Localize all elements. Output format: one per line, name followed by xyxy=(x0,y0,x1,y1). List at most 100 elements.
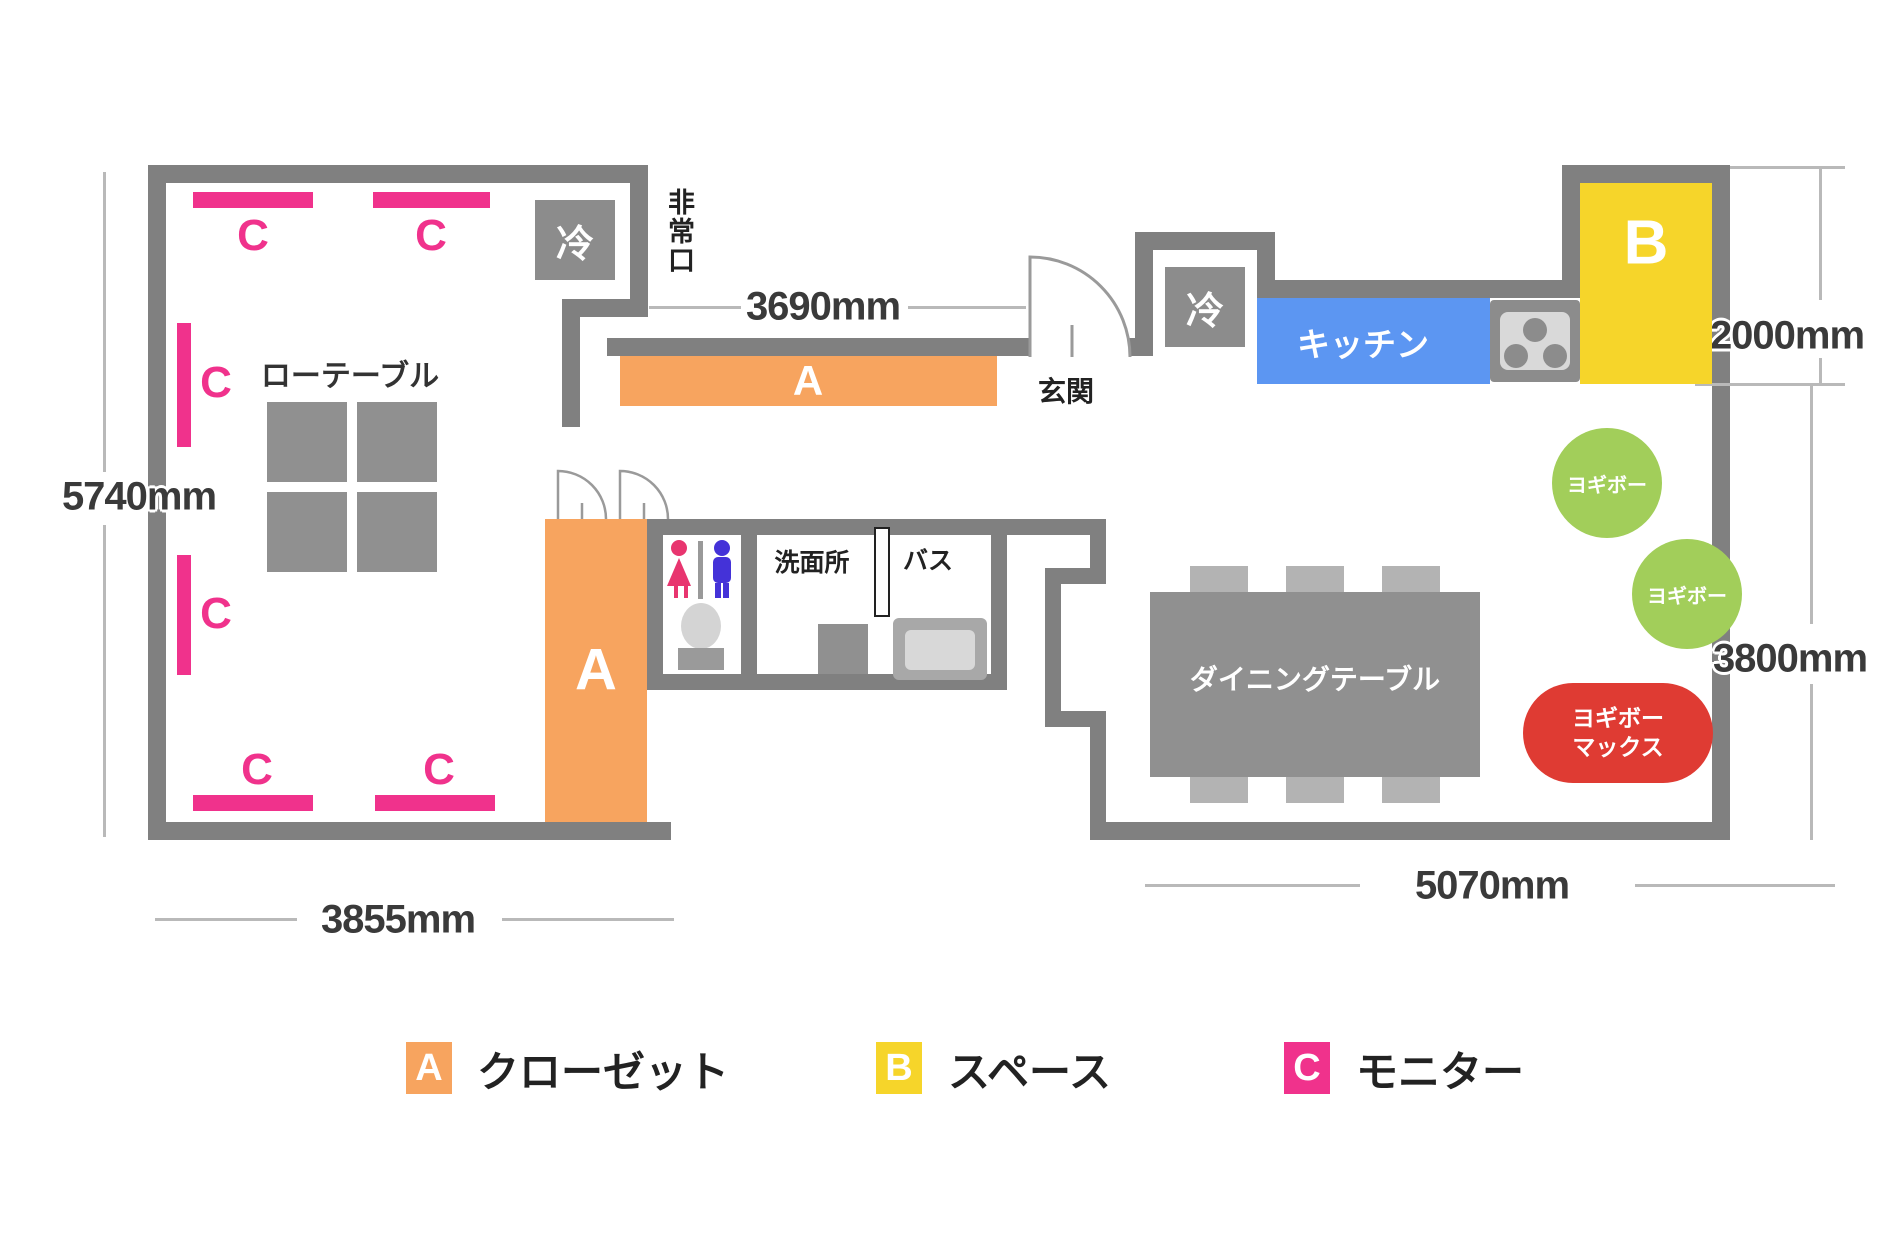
wall-segment xyxy=(607,338,1153,356)
legend-label-monitor: モニター xyxy=(1356,1048,1525,1096)
chair xyxy=(1190,777,1248,803)
space-b-label: B xyxy=(1623,208,1669,278)
dining-table xyxy=(1150,592,1480,777)
wall-segment xyxy=(991,519,1106,535)
legend-label-closet: クローゼット xyxy=(477,1048,730,1096)
sink xyxy=(818,624,868,674)
monitor-bar xyxy=(177,555,191,675)
toilet-room-icons xyxy=(667,540,731,670)
wall-segment xyxy=(991,519,1007,690)
legend-chip-space: B xyxy=(876,1042,922,1094)
dimension-label-top: 3690mm xyxy=(745,284,901,329)
emergency-exit-label: 非常口 xyxy=(664,188,694,275)
yogibo-max-label: マックス xyxy=(1572,734,1664,760)
wall-segment xyxy=(148,165,648,183)
dimension-line xyxy=(1695,383,1845,386)
wall-segment xyxy=(1135,232,1153,356)
monitor-bar xyxy=(193,795,313,811)
monitor-label: C xyxy=(200,358,232,407)
yogibo-beanbag: ヨギボー xyxy=(1552,428,1662,538)
wall-segment xyxy=(1562,165,1580,298)
yogibo-max: ヨギボー マックス xyxy=(1523,683,1713,783)
dimension-line xyxy=(1819,166,1822,300)
dimension-line xyxy=(1635,884,1835,887)
yogibo-beanbag: ヨギボー xyxy=(1632,539,1742,649)
monitor-bar xyxy=(375,795,495,811)
refrigerator-label: 冷 xyxy=(555,223,594,266)
yogibo-max-label: ヨギボー xyxy=(1572,705,1664,732)
stove-burner-icon xyxy=(1504,344,1528,368)
wall-segment xyxy=(1090,822,1730,840)
wall-segment xyxy=(1090,711,1106,822)
wall-segment xyxy=(647,519,1007,535)
wall-segment xyxy=(148,822,671,840)
toilet-bowl-icon xyxy=(681,603,721,649)
monitor-label: C xyxy=(200,589,232,638)
monitor-bar xyxy=(193,192,313,208)
wall-segment xyxy=(1045,568,1061,727)
dimension-label-bottom-right: 5070mm xyxy=(1414,863,1570,908)
chair xyxy=(1286,566,1344,592)
low-table xyxy=(267,402,347,482)
legend-chip-monitor: C xyxy=(1284,1042,1330,1094)
dimension-line xyxy=(103,525,106,837)
wall-segment xyxy=(741,519,757,690)
legend-key: B xyxy=(885,1046,913,1089)
yogibo-label: ヨギボー xyxy=(1647,585,1727,608)
toilet-tank-icon xyxy=(678,648,724,670)
dimension-line xyxy=(1145,884,1360,887)
wall-segment xyxy=(1712,165,1730,840)
space-b-area xyxy=(1580,183,1712,384)
closet-a-horizontal xyxy=(620,356,997,406)
divider xyxy=(698,541,703,599)
legend-label-space: スペース xyxy=(948,1048,1111,1096)
male-icon xyxy=(713,540,731,598)
refrigerator-label: 冷 xyxy=(1185,290,1224,333)
washroom-door-icon xyxy=(618,469,670,520)
monitor-label: C xyxy=(241,745,273,794)
dimension-line xyxy=(1819,358,1822,384)
dimension-line xyxy=(908,306,1026,309)
sliding-door xyxy=(874,527,890,617)
stove-burner-icon xyxy=(1523,318,1547,342)
wall-segment xyxy=(1090,519,1106,584)
low-table-label: ローテーブル xyxy=(260,360,440,393)
dimension-line xyxy=(155,918,297,921)
monitor-label: C xyxy=(423,745,455,794)
chair xyxy=(1382,566,1440,592)
dimension-line xyxy=(1810,386,1813,624)
low-table xyxy=(357,402,437,482)
monitor-bar xyxy=(177,323,191,447)
toilet-door-icon xyxy=(556,469,608,520)
legend-key: C xyxy=(1293,1046,1321,1089)
dimension-line xyxy=(103,172,106,472)
refrigerator-box: 冷 xyxy=(535,200,615,280)
wall-segment xyxy=(148,165,166,840)
legend-key: A xyxy=(415,1046,443,1089)
monitor-bar xyxy=(373,192,490,208)
female-icon xyxy=(667,540,691,598)
dimension-line xyxy=(1810,684,1813,840)
dimension-label-right-top: 2000mm xyxy=(1709,313,1865,358)
wall-segment xyxy=(562,299,580,427)
entrance-door-icon xyxy=(1028,255,1132,358)
dining-table-label: ダイニングテーブル xyxy=(1189,664,1441,695)
wall-segment xyxy=(1562,165,1730,183)
chair xyxy=(1190,566,1248,592)
kitchen-label: キッチン xyxy=(1297,326,1429,363)
refrigerator-box: 冷 xyxy=(1165,267,1245,347)
monitor-label: C xyxy=(415,211,447,260)
dimension-label-bottom-left: 3855mm xyxy=(320,897,476,942)
wall-segment xyxy=(562,299,648,317)
dimension-label-right-mid: 3800mm xyxy=(1712,636,1868,681)
yogibo-label: ヨギボー xyxy=(1567,474,1647,497)
dimension-line xyxy=(649,306,741,309)
bath-label: バス xyxy=(902,547,954,575)
closet-a-label: A xyxy=(792,357,824,404)
chair xyxy=(1286,777,1344,803)
wall-segment xyxy=(630,165,648,317)
dimension-label-left: 5740mm xyxy=(61,474,217,519)
entrance-label: 玄関 xyxy=(1037,376,1095,407)
kitchen-area xyxy=(1257,298,1490,384)
